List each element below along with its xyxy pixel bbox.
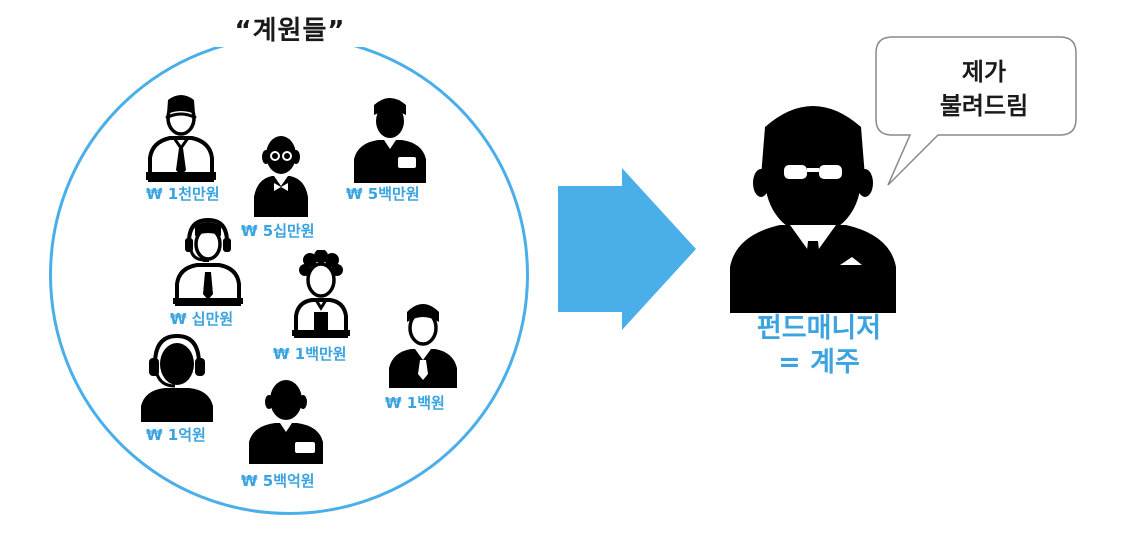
speech-bubble [860,33,1080,197]
speech-line-1: 제가 [961,58,1007,86]
member-label: ₩ 1백원 [385,394,445,412]
headset-silhouette-icon [139,330,215,422]
fund-manager-glasses-icon [730,97,896,313]
member-label: ₩ 1억원 [146,426,206,444]
member-label: ₩ 1천만원 [146,185,220,203]
speech-line-2: 불려드림 [939,92,1029,120]
office-worker-tie-icon [146,92,216,182]
member-label: ₩ 5십만원 [241,222,315,240]
right-arrow-icon [558,168,698,334]
young-man-icon [387,298,459,388]
member-label: ₩ 십만원 [170,310,234,328]
member-label: ₩ 1백만원 [273,345,347,363]
fund-manager-subtitle: = 계주 [778,347,860,378]
member-label: ₩ 5백만원 [346,185,420,203]
circle-title: “계원들” [215,10,365,47]
fund-manager-title: 펀드매니저 [756,313,882,344]
headset-operator-icon [173,214,243,306]
curly-hair-person-icon [292,250,350,338]
speech-text: 제가 불려드림 [895,55,1073,123]
man-badge-icon [247,376,325,464]
member-label: ₩ 5백억원 [241,472,315,490]
employee-badge-icon [352,93,428,183]
elderly-man-glasses-icon [252,131,310,217]
fund-manager-label: 펀드매니저 = 계주 [700,312,938,380]
